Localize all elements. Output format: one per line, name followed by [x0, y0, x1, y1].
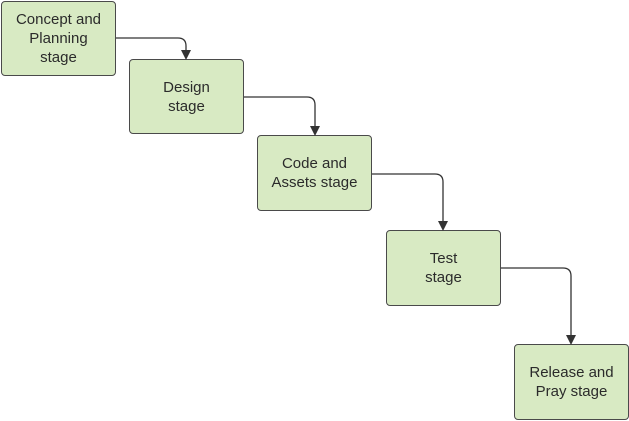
stage-test-label: Test stage — [425, 250, 462, 286]
connector-concept-design — [116, 37, 191, 60]
stage-test: Test stage — [386, 230, 501, 306]
connector-design-code — [244, 96, 320, 136]
connector-code-test — [372, 173, 448, 231]
stage-code: Code and Assets stage — [257, 135, 372, 211]
connector-test-release — [501, 267, 576, 345]
stage-code-label: Code and Assets stage — [271, 155, 358, 191]
stage-release: Release and Pray stage — [514, 344, 629, 420]
stage-concept: Concept and Planning stage — [1, 1, 116, 76]
stage-concept-label: Concept and Planning stage — [15, 11, 102, 66]
stage-design-label: Design stage — [163, 78, 210, 115]
stage-release-label: Release and Pray stage — [529, 364, 614, 400]
stage-design: Design stage — [129, 59, 244, 134]
